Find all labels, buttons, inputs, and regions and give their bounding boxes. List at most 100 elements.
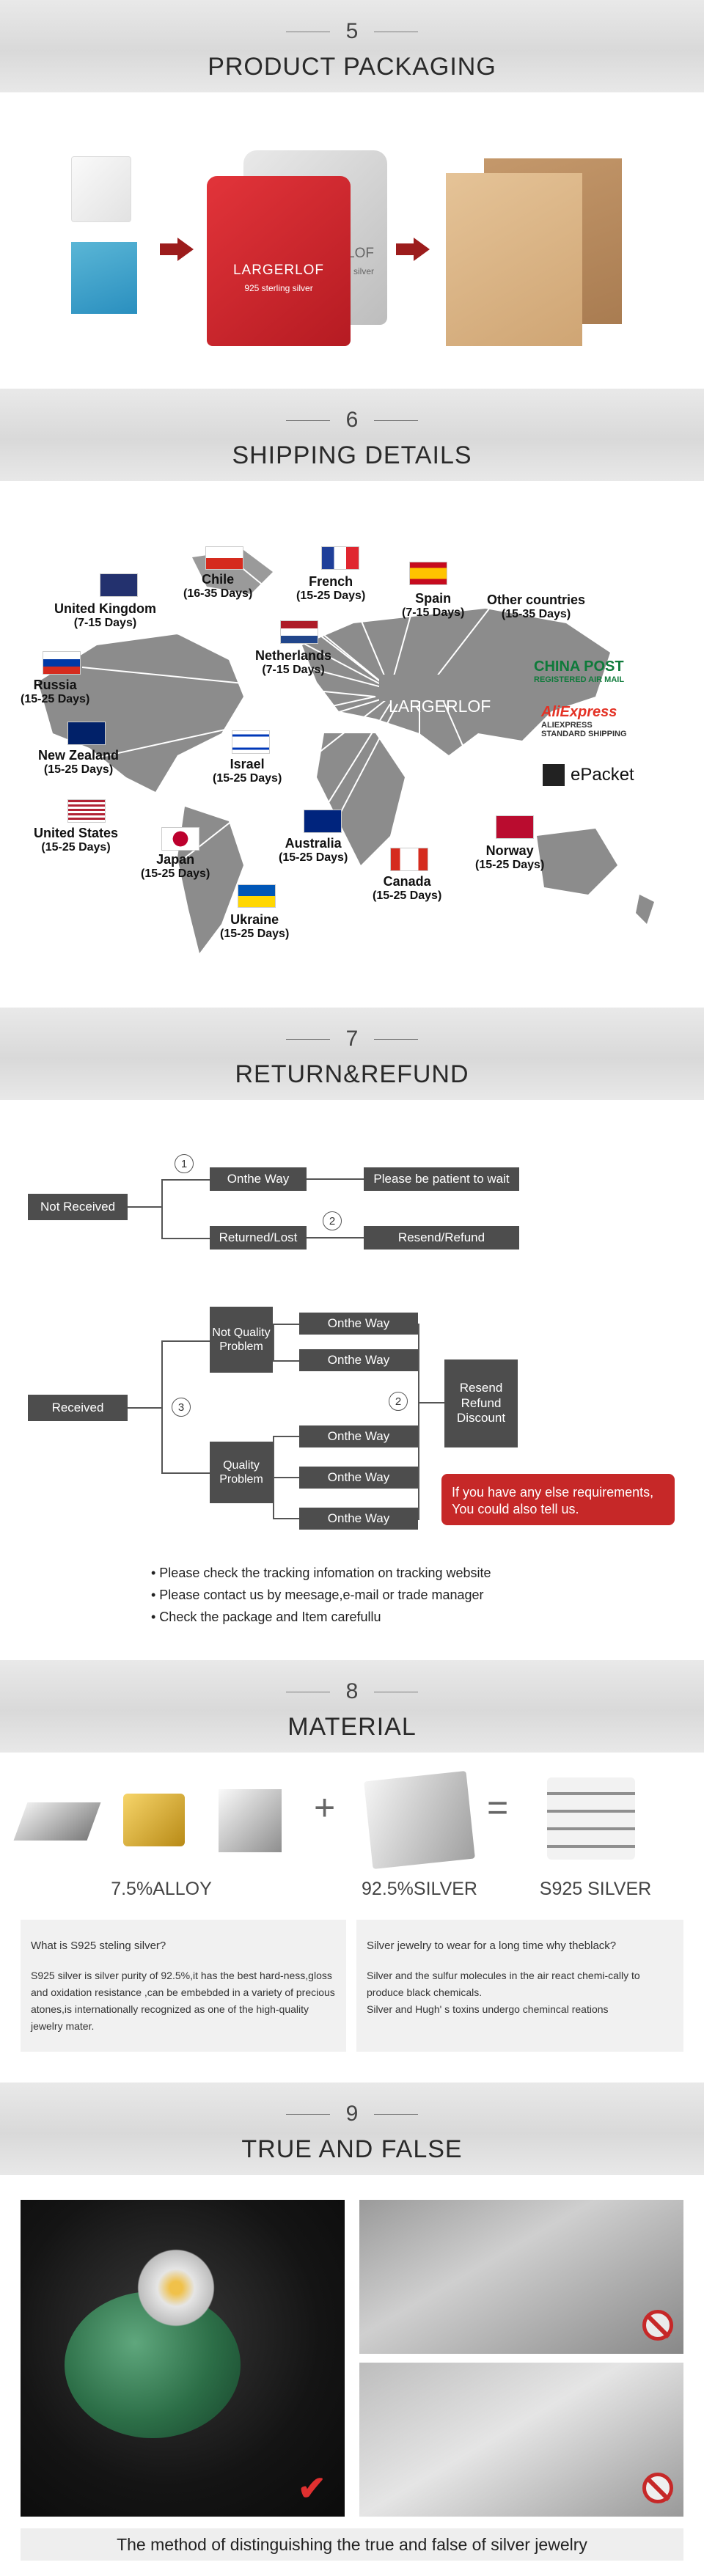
info-body: Silver and the sulfur molecules in the a… [367, 1970, 640, 1998]
country-days: (7-15 Days) [262, 664, 325, 676]
check-icon: ✔ [298, 2469, 326, 2507]
flag-chile-icon [205, 546, 243, 570]
country-french: French(15-25 Days) [296, 574, 365, 603]
flag-netherlands-icon [280, 620, 318, 644]
country-name: Ukraine [230, 912, 279, 927]
red-bag-image: LARGERLOF 925 sterling silver [207, 176, 351, 346]
section-number: 9 [345, 2102, 359, 2126]
not-received-box: Not Received [28, 1194, 128, 1220]
section-number: 8 [345, 1679, 359, 1703]
epacket-text: ePacket [571, 765, 634, 785]
info-question: What is S925 steling silver? [31, 1940, 166, 1952]
country-nz: New Zealand(15-25 Days) [38, 748, 119, 777]
step-circle: 3 [172, 1398, 191, 1417]
step-circle: 2 [389, 1392, 408, 1411]
section-number: 7 [345, 1027, 359, 1051]
country-name: Chile [202, 572, 235, 587]
country-name: Russia [33, 678, 77, 692]
country-other: Other countries(15-35 Days) [487, 592, 585, 621]
bag-sub-text: 925 sterling silver [244, 283, 313, 293]
no-icon [642, 2473, 673, 2503]
country-days: (7-15 Days) [402, 606, 465, 619]
country-name: New Zealand [38, 748, 120, 763]
banner-number-row: 9 [0, 2102, 704, 2127]
country-name: United States [34, 826, 119, 840]
country-norway: Norway(15-25 Days) [475, 843, 544, 872]
epacket-logo: ePacket [543, 764, 634, 786]
onthe-way-box: Onthe Way [299, 1425, 418, 1447]
country-name: Norway [485, 843, 534, 858]
small-pouch-image [71, 156, 131, 222]
step-circle: 1 [175, 1154, 194, 1173]
connector [161, 1238, 210, 1239]
blackening-info-panel: Silver jewelry to wear for a long time w… [356, 1920, 683, 2052]
map-center-label: LARGERLOF [389, 697, 491, 716]
section-banner-truefalse: 9 TRUE AND FALSE [0, 2083, 704, 2175]
flag-israel-icon [232, 730, 270, 754]
carton-box-image [446, 173, 582, 346]
flag-japan-icon [161, 827, 199, 851]
divider [374, 1038, 419, 1040]
resend-refund-discount-box: Resend Refund Discount [444, 1359, 518, 1447]
tip-item: • Check the package and Item carefullu [151, 1610, 381, 1624]
flag-nz-icon [67, 722, 106, 745]
s925-label: S925 SILVER [539, 1879, 652, 1899]
country-days: (15-25 Days) [41, 841, 111, 854]
fake-clasp-photo [359, 2200, 683, 2354]
aliexpress-sub1: ALIEXPRESS [541, 721, 593, 730]
country-days: (15-25 Days) [475, 859, 545, 871]
alloy-label: 7.5%ALLOY [111, 1879, 212, 1899]
world-map [9, 513, 695, 997]
s925-info-panel: What is S925 steling silver? S925 silver… [21, 1920, 346, 2052]
divider [285, 419, 330, 421]
banner-number-row: 6 [0, 408, 704, 433]
flag-norway-icon [496, 815, 534, 839]
country-name: Netherlands [255, 648, 332, 663]
tips-list: • Please check the tracking infomation o… [151, 1562, 491, 1628]
country-canada: Canada(15-25 Days) [373, 874, 441, 903]
bag-sub-text: silver [353, 266, 374, 276]
country-name: Australia [285, 836, 342, 851]
connector [128, 1206, 161, 1208]
china-post-text: CHINA POST [534, 658, 624, 675]
connector [273, 1436, 299, 1437]
aliexpress-sub2: STANDARD SHIPPING [541, 730, 627, 738]
connector [161, 1179, 210, 1181]
country-name: Other countries [487, 592, 586, 607]
country-name: Israel [230, 757, 265, 771]
banner-number-row: 7 [0, 1027, 704, 1052]
country-days: (15-25 Days) [296, 590, 366, 602]
country-days: (15-25 Days) [141, 867, 210, 880]
onthe-way-box: Onthe Way [299, 1349, 418, 1371]
connector [273, 1324, 274, 1362]
country-days: (15-25 Days) [220, 928, 290, 940]
connector [273, 1477, 299, 1478]
world-map-graphic [9, 513, 695, 997]
received-box: Received [28, 1395, 128, 1421]
quality-box: Quality Problem [210, 1442, 273, 1503]
connector [273, 1518, 299, 1519]
connector [307, 1178, 364, 1180]
flag-spain-icon [409, 562, 447, 585]
connector [161, 1472, 210, 1474]
resend-refund-box: Resend/Refund [364, 1226, 519, 1250]
info-question: Silver jewelry to wear for a long time w… [367, 1940, 617, 1952]
connector [128, 1407, 161, 1409]
china-post-logo: CHINA POST REGISTERED AIR MAIL [534, 658, 624, 684]
onthe-way-box: Onthe Way [210, 1167, 307, 1191]
section-title: SHIPPING DETAILS [232, 441, 472, 469]
connector [161, 1340, 163, 1474]
aliexpress-text: AliExpress [541, 704, 617, 720]
country-australia: Australia(15-25 Days) [279, 836, 348, 865]
country-days: (15-25 Days) [373, 889, 442, 902]
flower-image [132, 2244, 220, 2332]
flag-canada-icon [390, 848, 428, 871]
section-banner-material: 8 MATERIAL [0, 1660, 704, 1753]
flag-ukraine-icon [238, 884, 276, 908]
patient-box: Please be patient to wait [364, 1167, 519, 1191]
info-body: S925 silver is silver purity of 92.5%,it… [31, 1970, 335, 2032]
country-netherlands: Netherlands(7-15 Days) [255, 648, 331, 677]
flag-france-icon [321, 546, 359, 570]
section-title: RETURN&REFUND [235, 1060, 469, 1088]
country-days: (15-25 Days) [43, 763, 114, 776]
